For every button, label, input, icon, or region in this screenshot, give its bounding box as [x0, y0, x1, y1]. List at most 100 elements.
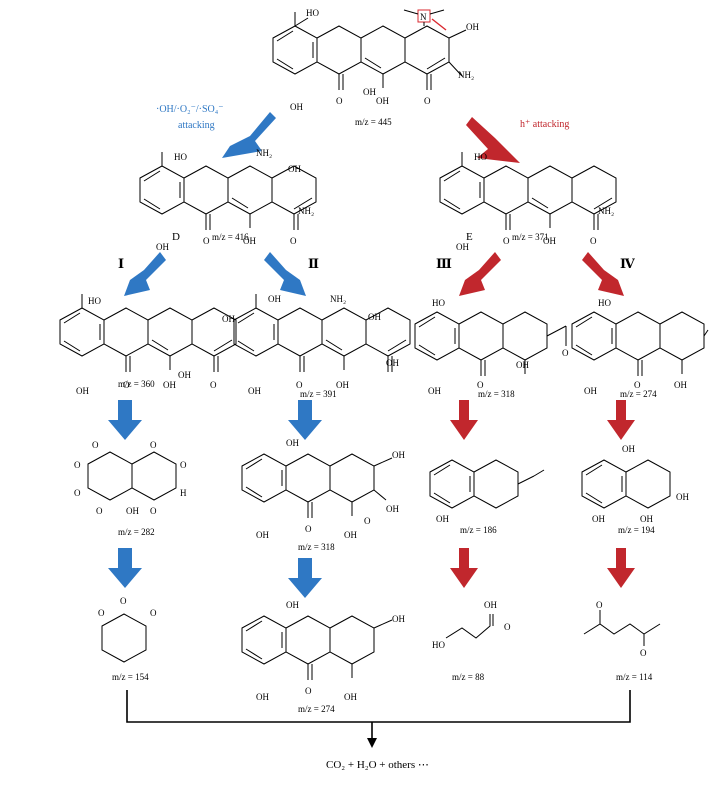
atom-label: O	[424, 96, 431, 106]
atom-label: O	[290, 236, 297, 246]
atom-label: OH	[484, 600, 497, 610]
atom-label: O	[120, 596, 127, 606]
red-arrow-III-step-2	[450, 400, 478, 440]
red-pathway-label: h⁺ attacking	[520, 119, 569, 130]
route-IV-step-3-mz: m/z = 114	[616, 672, 653, 682]
atom-label: HO	[432, 298, 445, 308]
route-II-step-3-mz: m/z = 274	[298, 704, 335, 714]
blue-arrow-II-step-3	[288, 558, 322, 598]
blue-arrow-I-step-2	[108, 400, 142, 440]
intermediate-D: HO NH₂ OH NH₂ OH O OH O D m/z = 416	[139, 148, 317, 252]
route-I-step-2-mz: m/z = 282	[118, 527, 155, 537]
intermediate-D-mz: m/z = 416	[212, 232, 249, 242]
atom-label: O	[150, 608, 157, 618]
route-III-label: Ⅲ	[436, 256, 452, 271]
atom-label: O	[590, 236, 597, 246]
atom-label: O	[180, 460, 187, 470]
route-II-step-2-mz: m/z = 318	[298, 542, 335, 552]
atom-label: OH	[436, 514, 449, 524]
atom-label: HO	[174, 152, 187, 162]
atom-label: OH	[543, 236, 556, 246]
final-arrow-head	[367, 738, 377, 748]
blue-arrow-to-D	[222, 112, 276, 158]
atom-label: OH	[256, 692, 269, 702]
atom-label: HO	[474, 152, 487, 162]
atom-label: OH	[163, 380, 176, 390]
blue-arrow-route-I	[124, 252, 166, 296]
atom-label: OH	[344, 692, 357, 702]
parent-molecule: HO OH OH O OH O NH₂ OH N m/z = 445	[272, 8, 479, 127]
route-I-step-1-mz: m/z = 360	[118, 379, 155, 389]
atom-label: O	[74, 460, 81, 470]
intermediate-E-label: E	[466, 231, 473, 243]
convergence-bracket	[126, 690, 631, 723]
atom-label: OH	[622, 444, 635, 454]
route-II-step-1-mz: m/z = 391	[300, 389, 337, 399]
atom-label: O	[634, 380, 641, 390]
atom-label: OH	[286, 600, 299, 610]
route-III-product-3: OH O HO m/z = 88	[432, 600, 511, 682]
atom-label: OH	[76, 386, 89, 396]
route-III-step-2-mz: m/z = 186	[460, 525, 497, 535]
route-I-label: Ⅰ	[118, 256, 124, 271]
blue-arrow-route-II	[264, 252, 306, 296]
parent-mz: m/z = 445	[355, 117, 392, 127]
atom-label: OH	[286, 438, 299, 448]
red-arrow-route-III	[459, 252, 501, 296]
atom-label: OH	[248, 386, 261, 396]
atom-label: OH	[256, 530, 269, 540]
blue-arrow-II-step-2	[288, 400, 322, 440]
atom-label: O	[562, 348, 569, 358]
atom-label: O	[92, 440, 99, 450]
route-IV-label: Ⅳ	[620, 256, 635, 271]
blue-pathway-label-bottom: attacking	[178, 120, 215, 131]
atom-label: O	[504, 622, 511, 632]
atom-label: O	[305, 686, 312, 696]
route-IV-product-1: HO OH O OH m/z = 274	[571, 298, 709, 399]
atom-label: OH	[178, 370, 191, 380]
route-IV-step-2-mz: m/z = 194	[618, 525, 655, 535]
atom-label: OH	[386, 504, 399, 514]
attack-site-arrow	[431, 18, 447, 31]
atom-label: OH	[288, 164, 301, 174]
atom-label: OH	[516, 360, 529, 370]
atom-label: NH₂	[298, 206, 314, 216]
atom-label: OH	[392, 614, 405, 624]
route-II-product-2: OH OH OH OH O OH O m/z = 318	[241, 438, 405, 552]
atom-label: OH	[222, 314, 235, 324]
atom-label: OH	[592, 514, 605, 524]
route-IV-product-2: OH OH OH OH m/z = 194	[581, 444, 689, 535]
atom-label: OH	[466, 22, 479, 32]
atom-label: HO	[432, 640, 445, 650]
route-III-step-1-mz: m/z = 318	[478, 389, 515, 399]
atom-label: OH	[640, 514, 653, 524]
route-I-product-3: O O O m/z = 154	[98, 596, 157, 682]
atom-label: OH	[368, 312, 381, 322]
atom-label: H	[180, 488, 187, 498]
red-arrow-III-step-3	[450, 548, 478, 588]
intermediate-D-label: D	[172, 231, 180, 243]
atom-label: NH₂	[330, 294, 346, 304]
atom-label: O	[150, 506, 157, 516]
atom-label: OH	[363, 87, 376, 97]
atom-label: N	[420, 12, 427, 22]
atom-label: OH	[126, 506, 139, 516]
final-products: CO₂ + H₂O + others ⋯	[326, 759, 429, 771]
blue-pathway-label-top: ·OH/·O₂⁻/·SO₄⁻	[156, 104, 224, 115]
atom-label: O	[477, 380, 484, 390]
atom-label: HO	[598, 298, 611, 308]
atom-label: O	[640, 648, 647, 658]
atom-label: OH	[674, 380, 687, 390]
red-arrow-route-IV	[582, 252, 624, 296]
atom-label: OH	[268, 294, 281, 304]
atom-label: O	[596, 600, 603, 610]
intermediate-E: HO NH₂ OH O OH O E m/z = 371	[439, 151, 617, 252]
atom-label: NH₂	[598, 206, 614, 216]
atom-label: OH	[376, 96, 389, 106]
route-III-product-1: HO OH O OH O m/z = 318	[414, 298, 569, 399]
atom-label: OH	[344, 530, 357, 540]
atom-label: OH	[428, 386, 441, 396]
red-arrow-IV-step-3	[607, 548, 635, 588]
atom-label: O	[210, 380, 217, 390]
